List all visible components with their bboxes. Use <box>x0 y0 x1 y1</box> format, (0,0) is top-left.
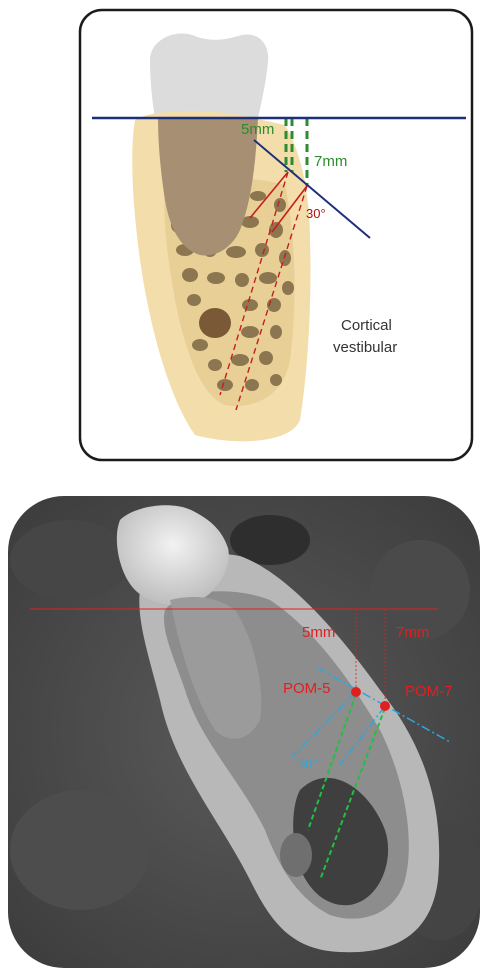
cortical-label-line1: Cortical <box>341 317 392 334</box>
ct-point-pom5 <box>351 687 361 697</box>
tooth-crown <box>150 33 268 118</box>
ct-mandibular-canal <box>280 833 312 877</box>
cortical-label-line2: vestibular <box>333 339 397 356</box>
schematic-panel: 5mm 7mm 30° Cortical vestibular <box>80 10 472 460</box>
ct-label-pom5: POM-5 <box>283 680 331 697</box>
ct-panel: 5mm 7mm POM-5 POM-7 30° <box>8 496 485 968</box>
mandibular-canal <box>199 308 231 338</box>
ct-point-pom7 <box>380 701 390 711</box>
ct-label-5mm: 5mm <box>302 624 335 641</box>
ct-label-angle: 30° <box>298 756 318 771</box>
schematic-label-7mm: 7mm <box>314 153 347 170</box>
ct-label-pom7: POM-7 <box>405 683 453 700</box>
ct-label-7mm: 7mm <box>396 624 429 641</box>
schematic-label-5mm: 5mm <box>241 121 274 138</box>
schematic-label-angle: 30° <box>306 206 326 221</box>
